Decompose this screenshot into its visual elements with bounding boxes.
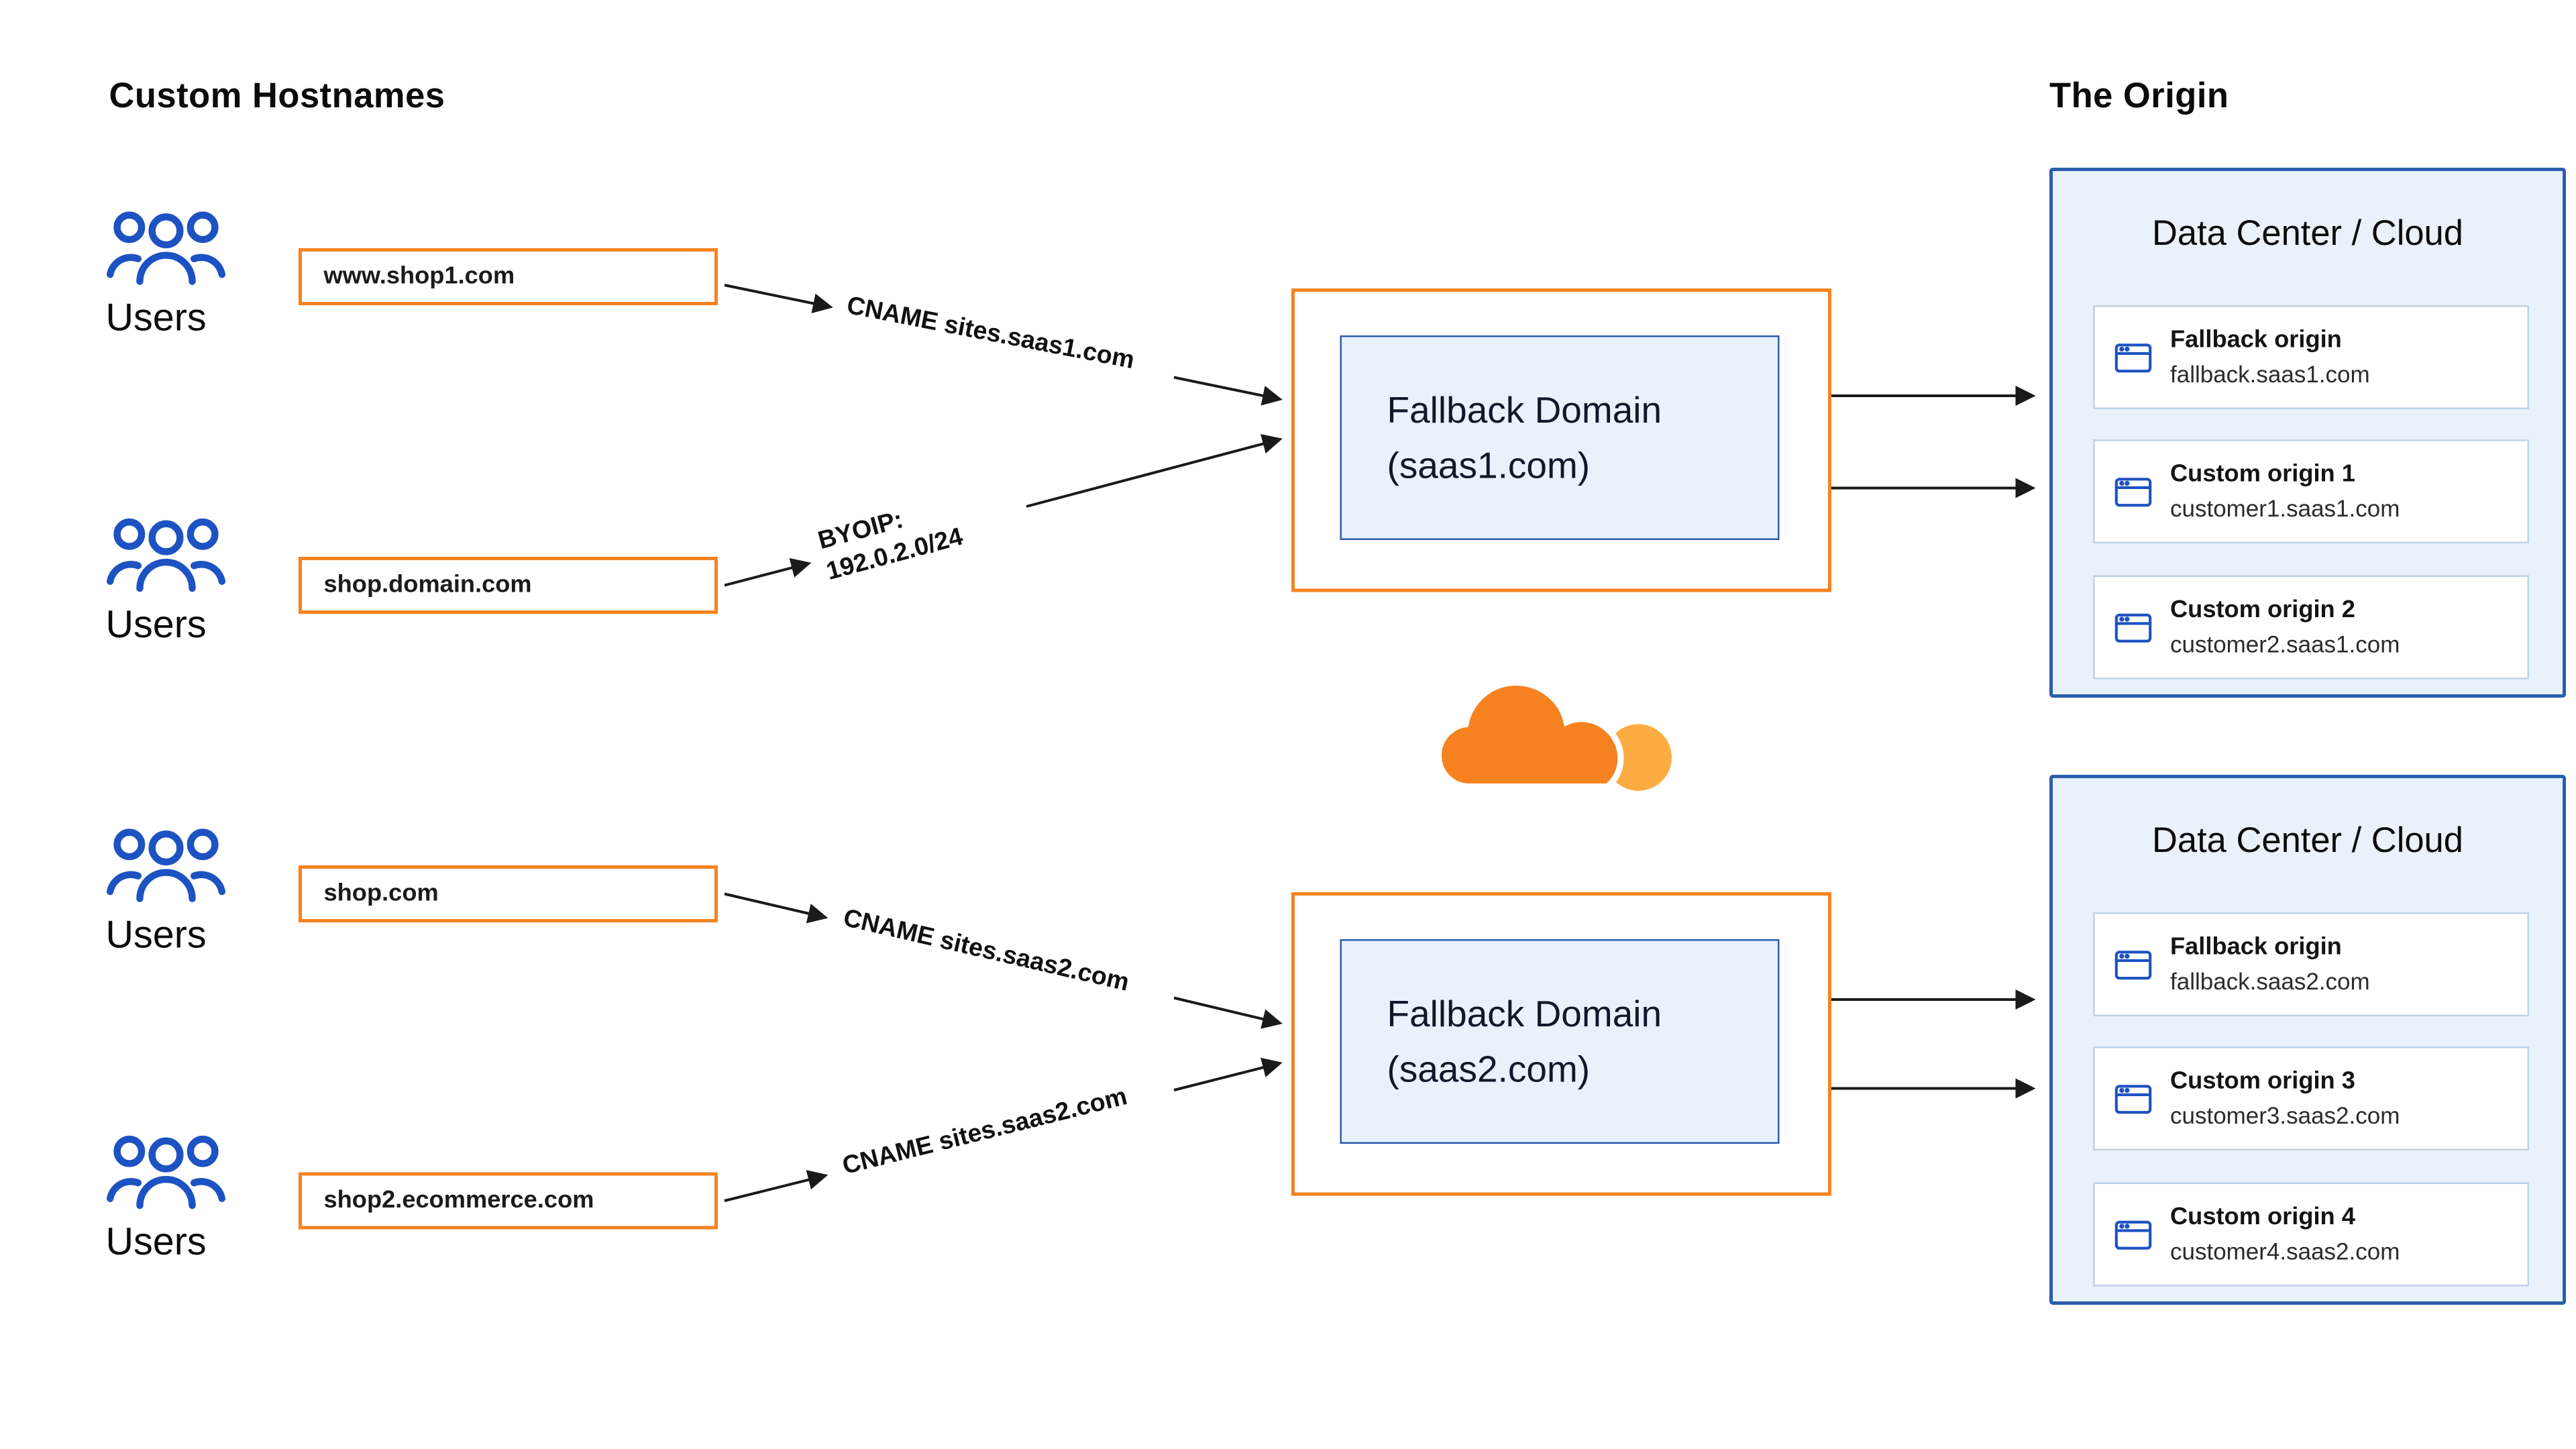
users-label: Users xyxy=(105,912,207,956)
hostname-box-shop: shop.com xyxy=(299,865,718,922)
origin-host: customer1.saas1.com xyxy=(2170,494,2400,522)
origin-card-custom3: Custom origin 3 customer3.saas2.com xyxy=(2093,1046,2529,1150)
fallback-domain-host: (saas2.com) xyxy=(1387,1048,1591,1091)
users-icon xyxy=(106,1129,274,1213)
origin-host: customer4.saas2.com xyxy=(2170,1238,2400,1265)
hostname-label: www.shop1.com xyxy=(323,263,515,290)
origin-name: Custom origin 2 xyxy=(2170,597,2355,625)
origin-card-text: Custom origin 4 customer4.saas2.com xyxy=(2170,1203,2400,1267)
origin-card-fallback-saas1: Fallback origin fallback.saas1.com xyxy=(2093,305,2529,409)
fallback-domain-host: (saas1.com) xyxy=(1387,444,1591,487)
origin-host: fallback.saas1.com xyxy=(2170,360,2370,388)
browser-window-icon xyxy=(2114,1083,2152,1115)
users-group-3: Users xyxy=(106,822,274,958)
browser-window-icon xyxy=(2114,476,2152,508)
origin-card-text: Custom origin 1 customer1.saas1.com xyxy=(2170,460,2400,523)
fallback-domain-box-saas1: Fallback Domain (saas1.com) xyxy=(1291,288,1831,592)
fallback-domain-inner: Fallback Domain (saas2.com) xyxy=(1340,939,1780,1144)
users-icon xyxy=(106,822,274,906)
browser-window-icon xyxy=(2114,611,2152,643)
section-title-the-origin: The Origin xyxy=(2049,77,2229,116)
users-icon xyxy=(106,512,274,596)
origin-card-text: Fallback origin fallback.saas2.com xyxy=(2170,932,2370,996)
hostname-box-shop2-ecommerce: shop2.ecommerce.com xyxy=(299,1172,718,1230)
users-group-4: Users xyxy=(106,1129,274,1265)
data-center-box-2: Data Center / Cloud Fallback origin fall… xyxy=(2049,775,2566,1305)
origin-name: Custom origin 4 xyxy=(2170,1204,2355,1232)
section-title-custom-hostnames: Custom Hostnames xyxy=(109,77,445,116)
origin-card-fallback-saas2: Fallback origin fallback.saas2.com xyxy=(2093,912,2529,1016)
hostname-label: shop.com xyxy=(323,880,439,908)
users-label: Users xyxy=(105,602,207,646)
browser-window-icon xyxy=(2114,949,2152,981)
browser-window-icon xyxy=(2114,341,2152,374)
users-label: Users xyxy=(105,295,207,339)
origin-card-text: Fallback origin fallback.saas1.com xyxy=(2170,325,2370,389)
origin-name: Custom origin 3 xyxy=(2170,1068,2355,1095)
data-center-box-1: Data Center / Cloud Fallback origin fall… xyxy=(2049,168,2566,698)
users-group-1: Users xyxy=(106,205,274,341)
hostname-box-shop-domain: shop.domain.com xyxy=(299,557,718,614)
users-icon xyxy=(106,205,274,288)
data-center-title: Data Center / Cloud xyxy=(2151,215,2463,254)
data-center-title: Data Center / Cloud xyxy=(2151,822,2463,861)
hostname-box-shop1: www.shop1.com xyxy=(299,248,718,305)
origin-card-text: Custom origin 2 customer2.saas1.com xyxy=(2170,596,2400,659)
origin-card-custom2: Custom origin 2 customer2.saas1.com xyxy=(2093,575,2529,680)
fallback-domain-title: Fallback Domain xyxy=(1387,389,1662,431)
origin-name: Fallback origin xyxy=(2170,934,2342,961)
origin-card-custom1: Custom origin 1 customer1.saas1.com xyxy=(2093,439,2529,543)
origin-host: customer2.saas1.com xyxy=(2170,631,2400,658)
browser-window-icon xyxy=(2114,1218,2152,1250)
origin-card-custom4: Custom origin 4 customer4.saas2.com xyxy=(2093,1182,2529,1287)
fallback-domain-title: Fallback Domain xyxy=(1387,993,1662,1035)
origin-card-text: Custom origin 3 customer3.saas2.com xyxy=(2170,1067,2400,1130)
origin-name: Custom origin 1 xyxy=(2170,461,2355,488)
hostname-label: shop.domain.com xyxy=(323,572,532,599)
users-group-2: Users xyxy=(106,512,274,648)
origin-name: Fallback origin xyxy=(2170,327,2342,354)
origin-host: fallback.saas2.com xyxy=(2170,967,2370,995)
users-label: Users xyxy=(105,1219,207,1263)
hostname-label: shop2.ecommerce.com xyxy=(323,1187,594,1214)
cloudflare-logo xyxy=(1436,674,1687,795)
origin-host: customer3.saas2.com xyxy=(2170,1102,2400,1129)
fallback-domain-inner: Fallback Domain (saas1.com) xyxy=(1340,335,1780,540)
fallback-domain-box-saas2: Fallback Domain (saas2.com) xyxy=(1291,892,1831,1196)
